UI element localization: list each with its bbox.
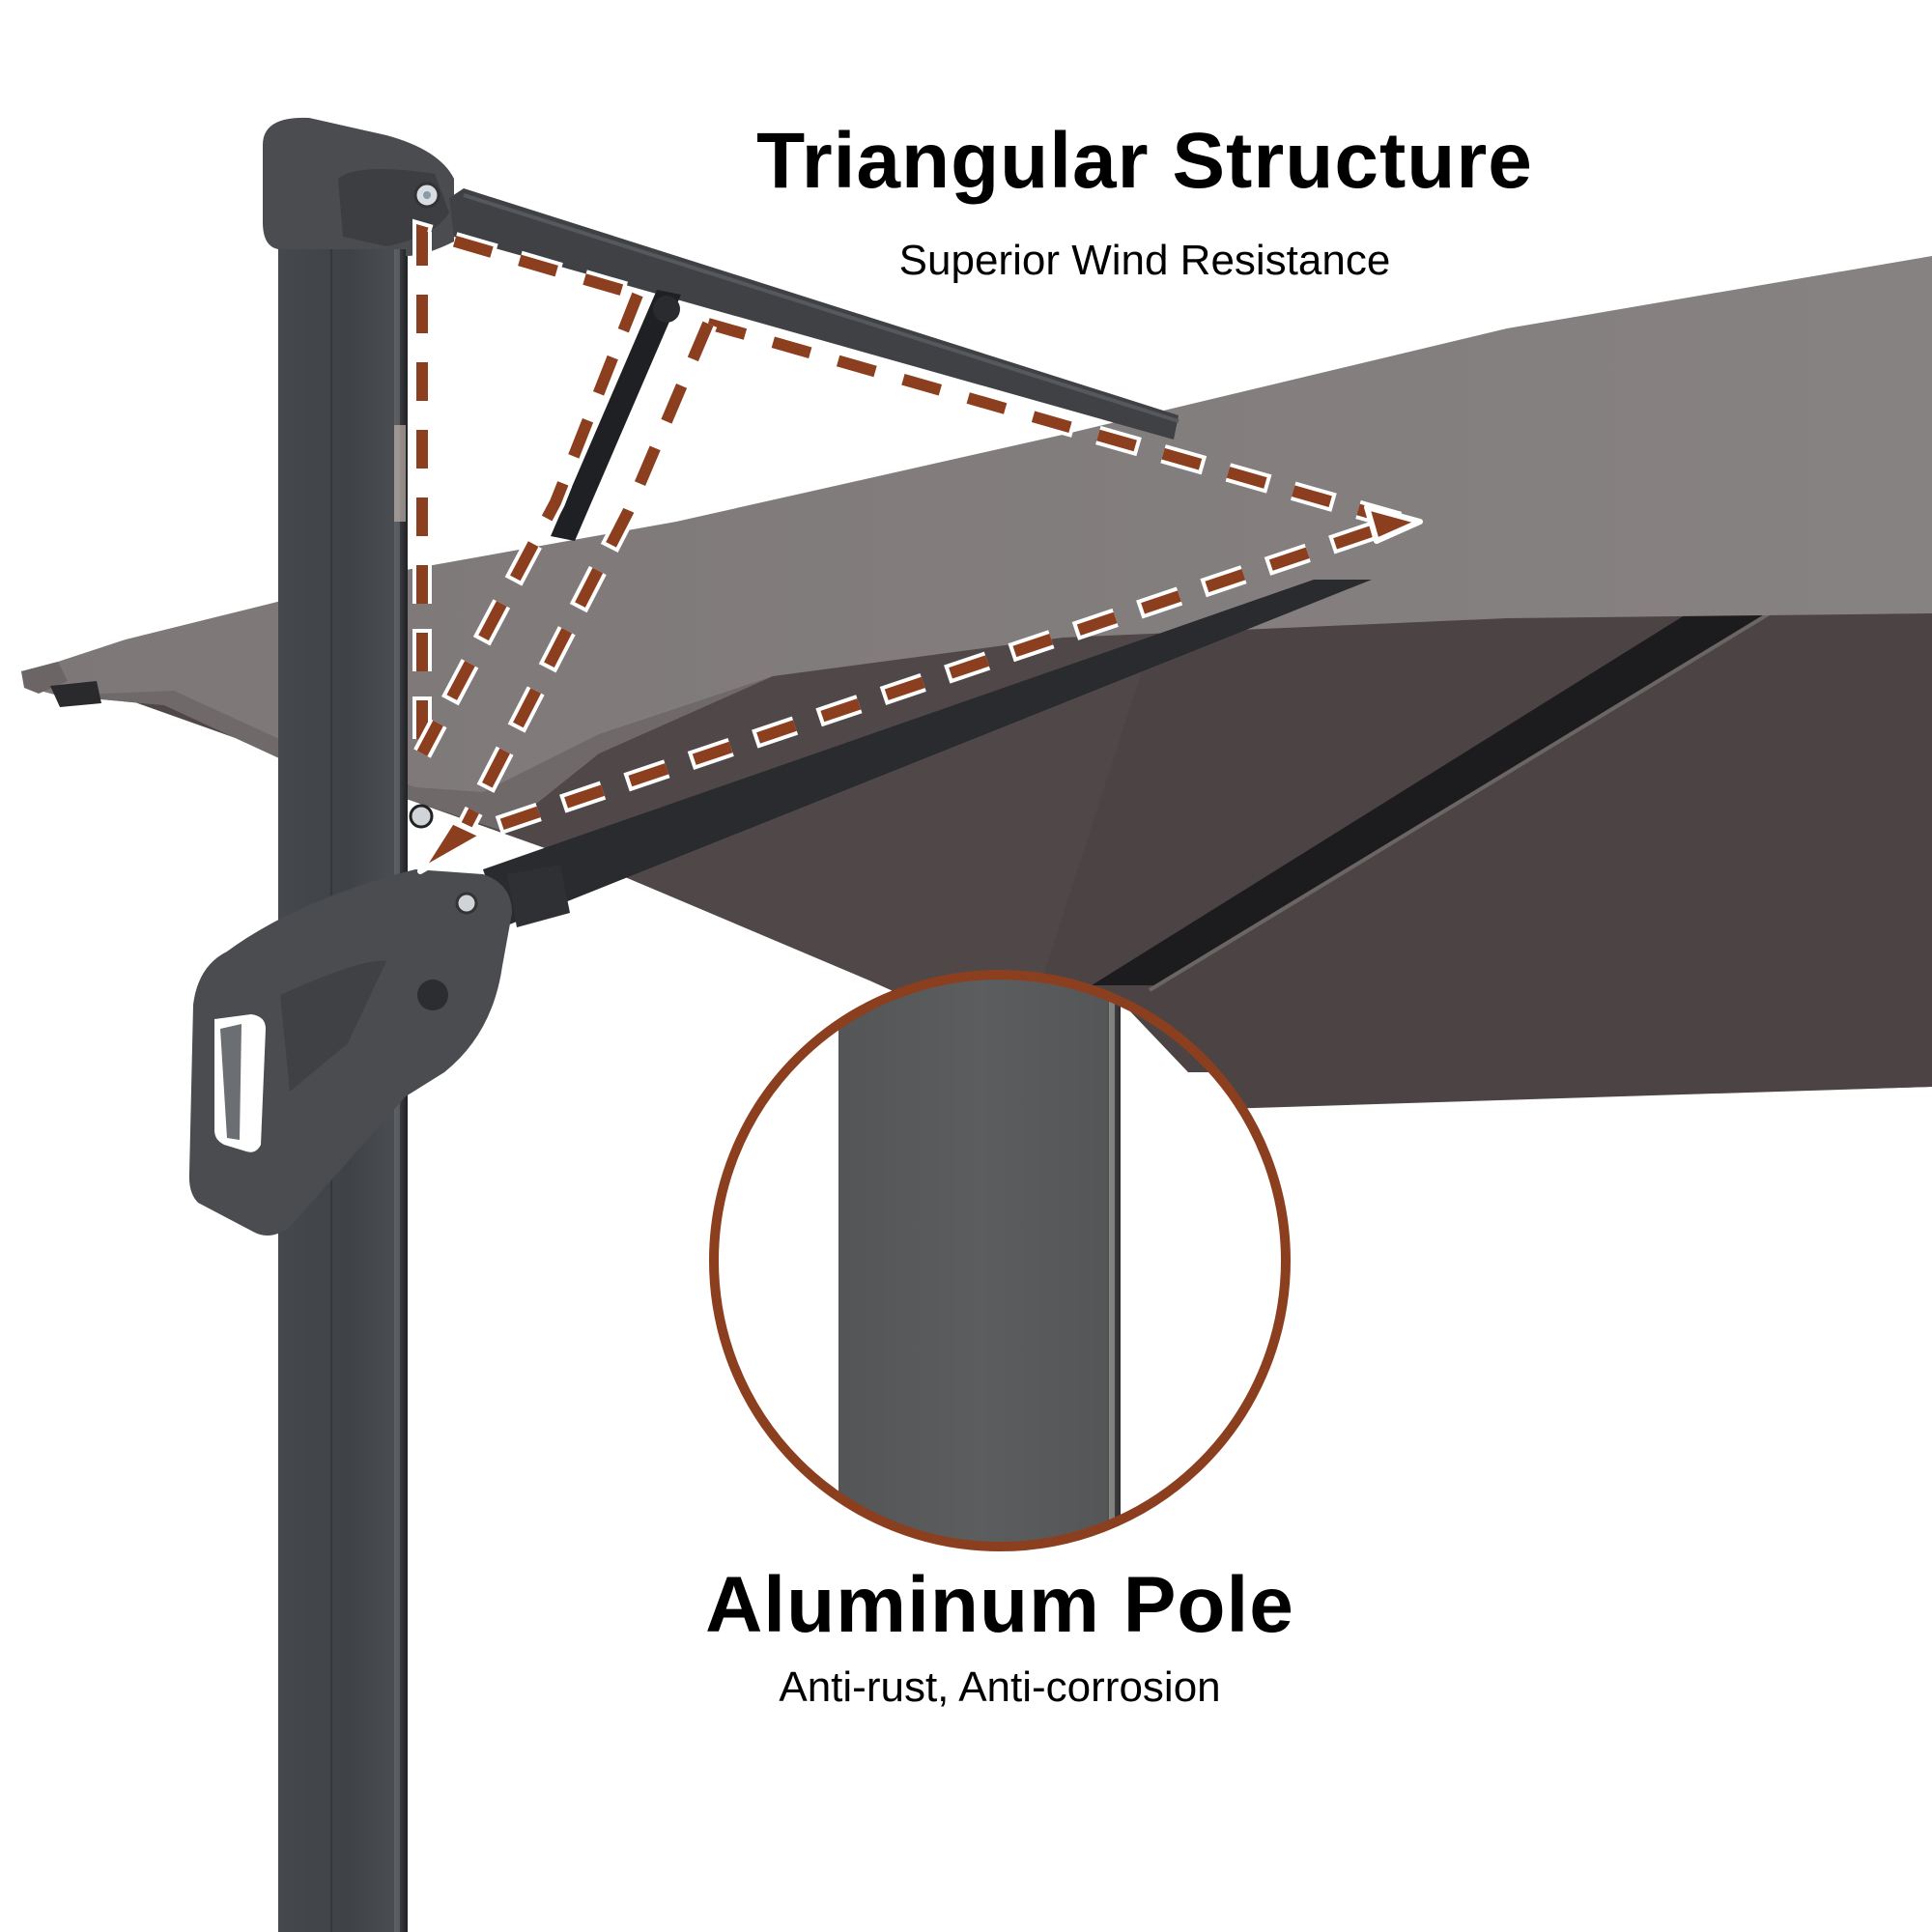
circular-inset-icon [709, 970, 1291, 1551]
triangle-callout-small [412, 218, 647, 758]
lower-arm-and-hinge [188, 580, 1372, 1236]
dashed-triangle-arrow-icon [417, 504, 1423, 874]
upper-arm [449, 188, 1179, 541]
feature-subtitle-anti-rust: Anti-rust, Anti-corrosion [779, 1663, 1221, 1711]
triangle-callout-large [450, 314, 1404, 850]
canopy-top [21, 256, 1932, 831]
feature-title-triangular-structure: Triangular Structure [756, 117, 1533, 205]
feature-title-aluminum-pole: Aluminum Pole [705, 1561, 1294, 1649]
feature-subtitle-wind-resistance: Superior Wind Resistance [898, 237, 1391, 284]
